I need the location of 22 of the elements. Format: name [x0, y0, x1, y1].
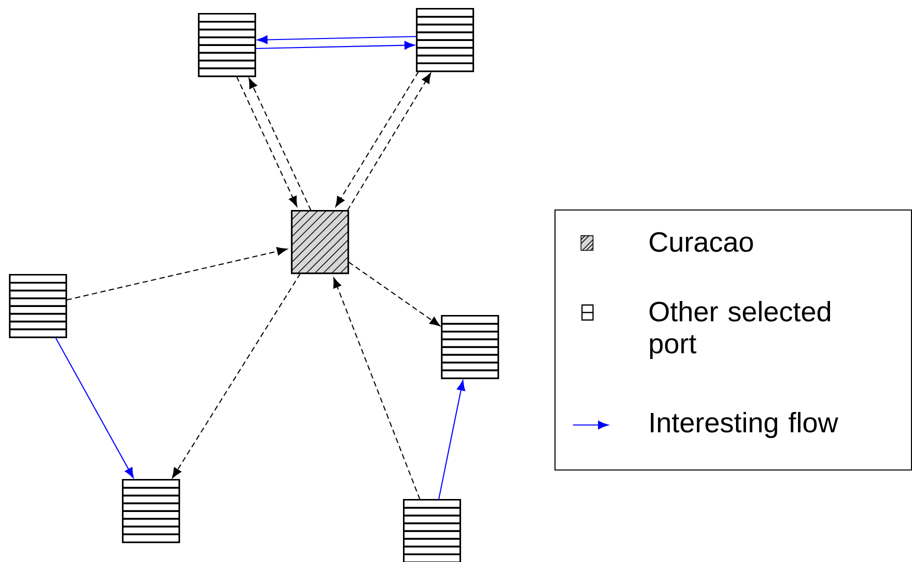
port-box: [416, 8, 474, 72]
arrow: [438, 380, 466, 500]
port-box: [122, 478, 180, 544]
legend-label: Other selected port: [650, 300, 830, 360]
legend-label: Curacao: [650, 232, 753, 252]
arrow: [348, 262, 440, 326]
arrow: [333, 277, 420, 500]
arrow: [66, 247, 288, 300]
port-box: [8, 274, 68, 338]
arrow: [172, 273, 301, 478]
arrow: [335, 71, 419, 207]
arrow: [256, 41, 415, 50]
arrow: [257, 35, 416, 44]
arrow: [236, 76, 298, 207]
legend-label: Interesting flow: [650, 412, 838, 438]
arrow: [55, 337, 134, 478]
port-box: [402, 498, 462, 562]
hatched-box: [290, 210, 350, 274]
port-box: [440, 314, 500, 380]
arrow: [248, 78, 312, 211]
arrow: [346, 72, 432, 211]
port-box: [198, 12, 256, 78]
